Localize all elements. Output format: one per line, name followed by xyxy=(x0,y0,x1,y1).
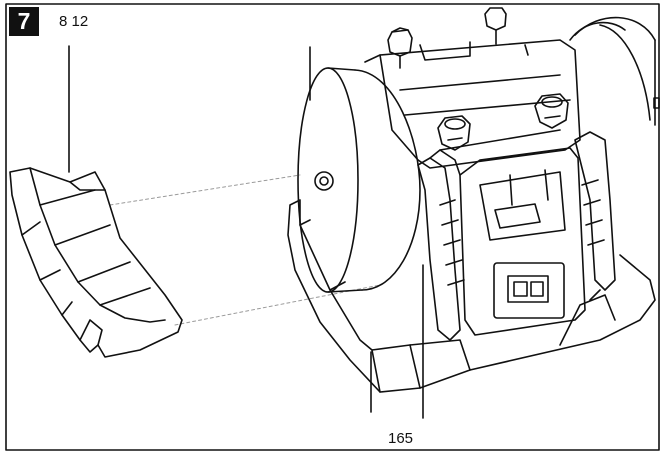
brand-plate xyxy=(494,203,541,229)
tool-rest-supports xyxy=(417,131,616,341)
grinding-wheel-right xyxy=(569,16,660,126)
alignment-lines xyxy=(109,174,381,326)
knob-middle-right xyxy=(534,93,569,129)
on-off-switch xyxy=(507,275,549,303)
grinder-base xyxy=(287,199,656,393)
grinding-wheel-left xyxy=(297,67,421,293)
part-number-label: 8 12 xyxy=(59,13,89,30)
switch-panel xyxy=(493,262,565,319)
motor-housing xyxy=(364,39,581,169)
wheel-guard xyxy=(9,167,183,358)
knob-middle-left xyxy=(437,115,471,151)
knob-top-right xyxy=(484,7,507,45)
front-panel xyxy=(459,147,586,336)
knob-top-left xyxy=(387,27,413,69)
dimension-label: 165 xyxy=(388,430,414,447)
adjustment-knobs xyxy=(387,7,569,151)
step-number-badge: 7 xyxy=(9,7,39,36)
figure-border xyxy=(5,3,660,451)
